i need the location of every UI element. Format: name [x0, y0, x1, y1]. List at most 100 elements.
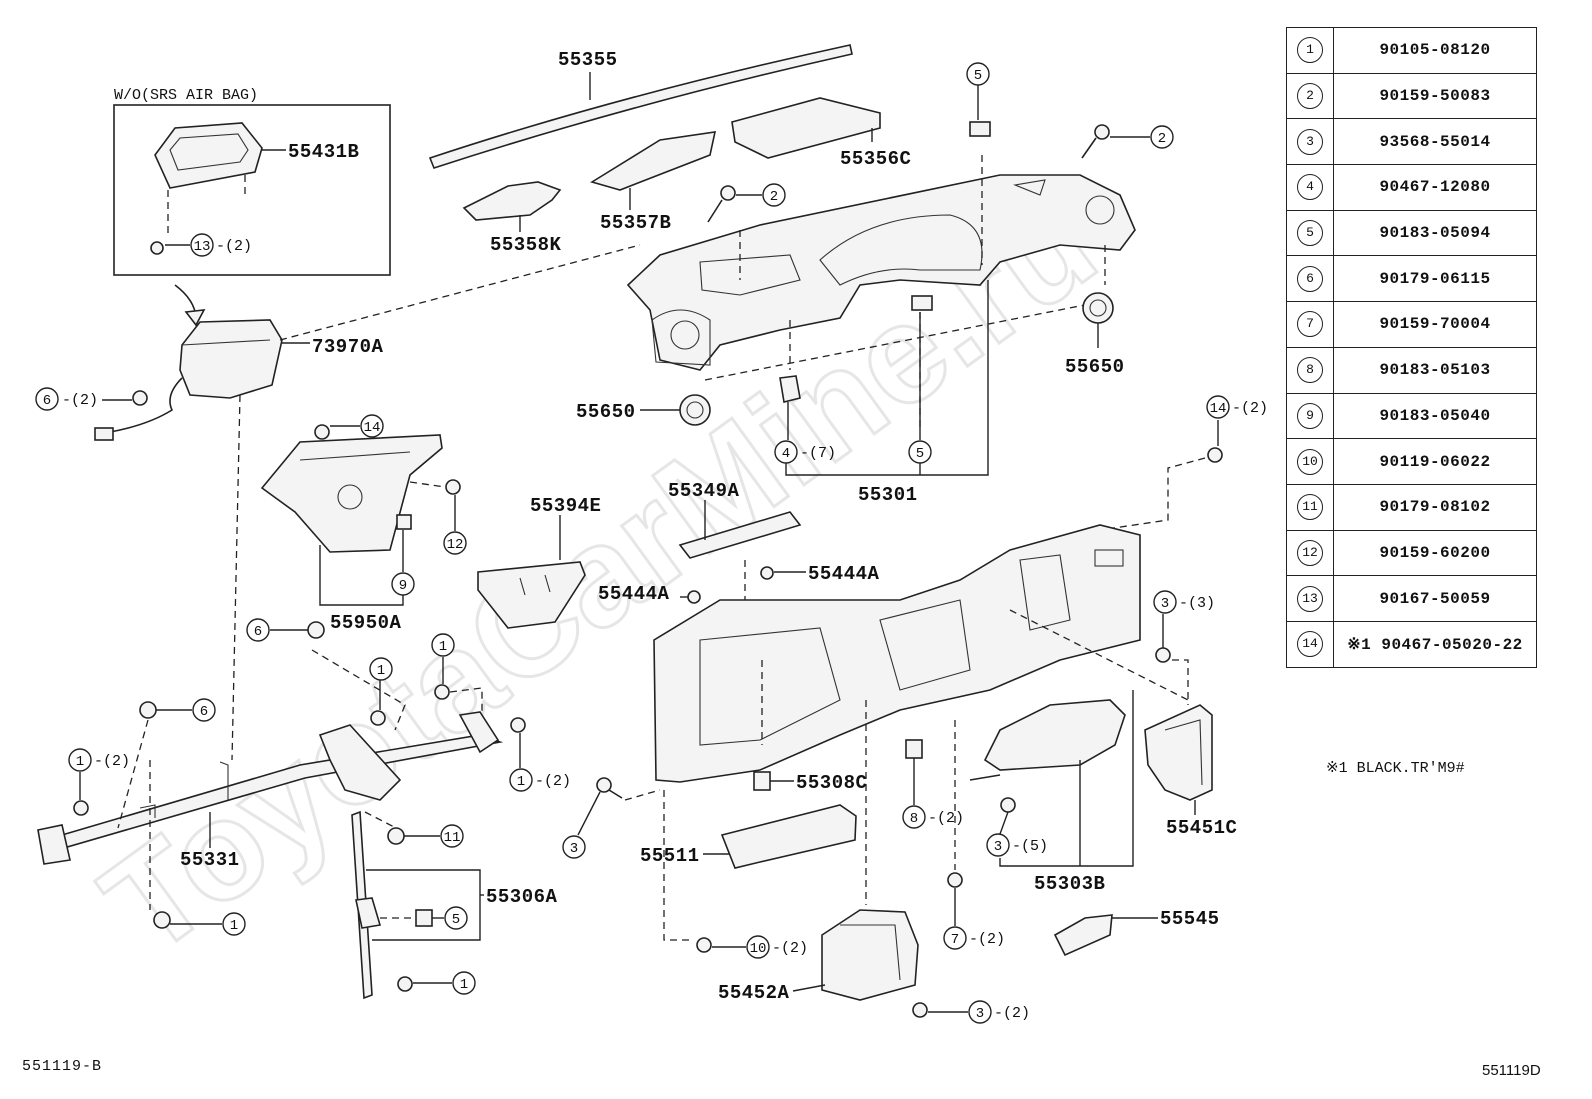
- lower-panel: [653, 524, 1189, 905]
- nut-6-beam: [139, 701, 157, 719]
- qty-14a: -(2): [1232, 400, 1268, 417]
- callout-3d-text: 3: [1161, 596, 1169, 612]
- dash-11: [364, 811, 397, 829]
- legend-part-code: 90159-70004: [1333, 301, 1537, 348]
- dash-6c: [117, 719, 149, 829]
- callout-11-text: 11: [444, 830, 461, 846]
- callout-1a-text: 1: [76, 754, 84, 770]
- dash-3-right: [1172, 659, 1189, 705]
- legend-number-circle: 14: [1297, 631, 1323, 658]
- legend-number: 2: [1286, 72, 1334, 120]
- label-55356C: 55356C: [840, 148, 911, 170]
- callout-14a-text: 14: [1210, 401, 1227, 417]
- legend-number: 14: [1286, 620, 1334, 668]
- callout-7: [943, 926, 967, 950]
- callout-2a: [1150, 125, 1174, 149]
- legend-part-code: 90179-06115: [1333, 255, 1537, 303]
- callout-14b-text: 14: [364, 420, 381, 436]
- legend-number: 12: [1286, 529, 1334, 577]
- label-55308C: 55308C: [796, 772, 867, 794]
- callout-3c-text: 3: [994, 839, 1002, 855]
- clip-8: [905, 739, 923, 759]
- label-55431B: 55431B: [288, 141, 359, 163]
- bracket-55950A: [319, 545, 404, 606]
- brace-55306A: [351, 810, 484, 1000]
- callout-3a: [562, 835, 586, 859]
- legend-number-circle: 13: [1297, 585, 1323, 612]
- clip-5-top: [969, 121, 991, 137]
- label-55950A: 55950A: [330, 612, 402, 634]
- label-55349A: 55349A: [668, 480, 740, 502]
- box-55511: [703, 804, 857, 869]
- legend-part-code: 90179-08102: [1333, 483, 1537, 531]
- callout-2a-text: 2: [1158, 131, 1166, 147]
- callout-10-text: 10: [750, 941, 767, 957]
- inset-arrow-head: [184, 309, 206, 327]
- callout-1c: [431, 633, 455, 657]
- label-55545: 55545: [1160, 908, 1220, 930]
- screw-13: [150, 241, 190, 255]
- pad-55394E: [477, 515, 586, 629]
- bolt-1b: [370, 710, 386, 726]
- callout-1e-text: 1: [230, 918, 238, 934]
- clip-5-mid: [911, 295, 933, 311]
- callout-6b-text: 6: [254, 624, 262, 640]
- qty-1a: -(2): [94, 753, 130, 770]
- label-55451C: 55451C: [1166, 817, 1237, 839]
- callout-14a: [1206, 395, 1230, 419]
- duct-55451C: [1144, 704, 1213, 815]
- callout-14b: [360, 414, 384, 438]
- qty-8: -(2): [928, 810, 964, 827]
- label-55394E: 55394E: [530, 495, 601, 517]
- callout-8-text: 8: [910, 811, 918, 827]
- figure-id-right: 551119D: [1482, 1062, 1541, 1079]
- callout-4-text: 4: [782, 446, 790, 462]
- legend-number-circle: 4: [1297, 174, 1323, 201]
- label-55331: 55331: [180, 849, 240, 871]
- legend-part-code: 90167-50059: [1333, 575, 1537, 622]
- legend-part-code: 90183-05103: [1333, 346, 1537, 394]
- footnote: ※1 BLACK.TR'M9#: [1326, 760, 1465, 777]
- vent-55650-right-inner: [1089, 299, 1107, 317]
- bolt-1a: [73, 800, 89, 816]
- callout-1a: [68, 748, 92, 772]
- undercover-55303B: [969, 690, 1134, 867]
- callout-1e: [222, 912, 246, 936]
- dash-10: [663, 790, 690, 941]
- qty-6a: -(2): [62, 392, 98, 409]
- qty-7: -(2): [969, 931, 1005, 948]
- callout-11: [440, 824, 464, 848]
- screw-3-left: [577, 777, 661, 836]
- callout-2b-text: 2: [770, 189, 778, 205]
- label-55306A: 55306A: [486, 886, 558, 908]
- label-55358K: 55358K: [490, 234, 562, 256]
- vent-55650-left: [679, 394, 711, 426]
- callout-3a-text: 3: [570, 841, 578, 857]
- legend-number: 9: [1286, 392, 1334, 440]
- legend-part-code: 90159-60200: [1333, 529, 1537, 577]
- legend-part-code: 90159-50083: [1333, 72, 1537, 120]
- vent-55650-left-inner: [686, 401, 704, 419]
- callout-6a: [35, 387, 59, 411]
- label-55452A: 55452A: [718, 982, 790, 1004]
- screw-2-right: [1081, 124, 1150, 159]
- clip-55545: [1053, 914, 1158, 957]
- legend-row: 14※1 90467-05020-22: [1286, 620, 1537, 668]
- clip-14-right: [1207, 447, 1223, 463]
- callout-8: [902, 805, 926, 829]
- vent-55650-right: [1082, 292, 1114, 324]
- qty-3b: -(2): [994, 1005, 1030, 1022]
- screw-10: [696, 937, 712, 953]
- legend-part-code: 93568-55014: [1333, 118, 1537, 166]
- qty-1d: -(2): [535, 773, 571, 790]
- nut-6-airbag: [132, 390, 148, 406]
- callout-5a-text: 5: [974, 68, 982, 84]
